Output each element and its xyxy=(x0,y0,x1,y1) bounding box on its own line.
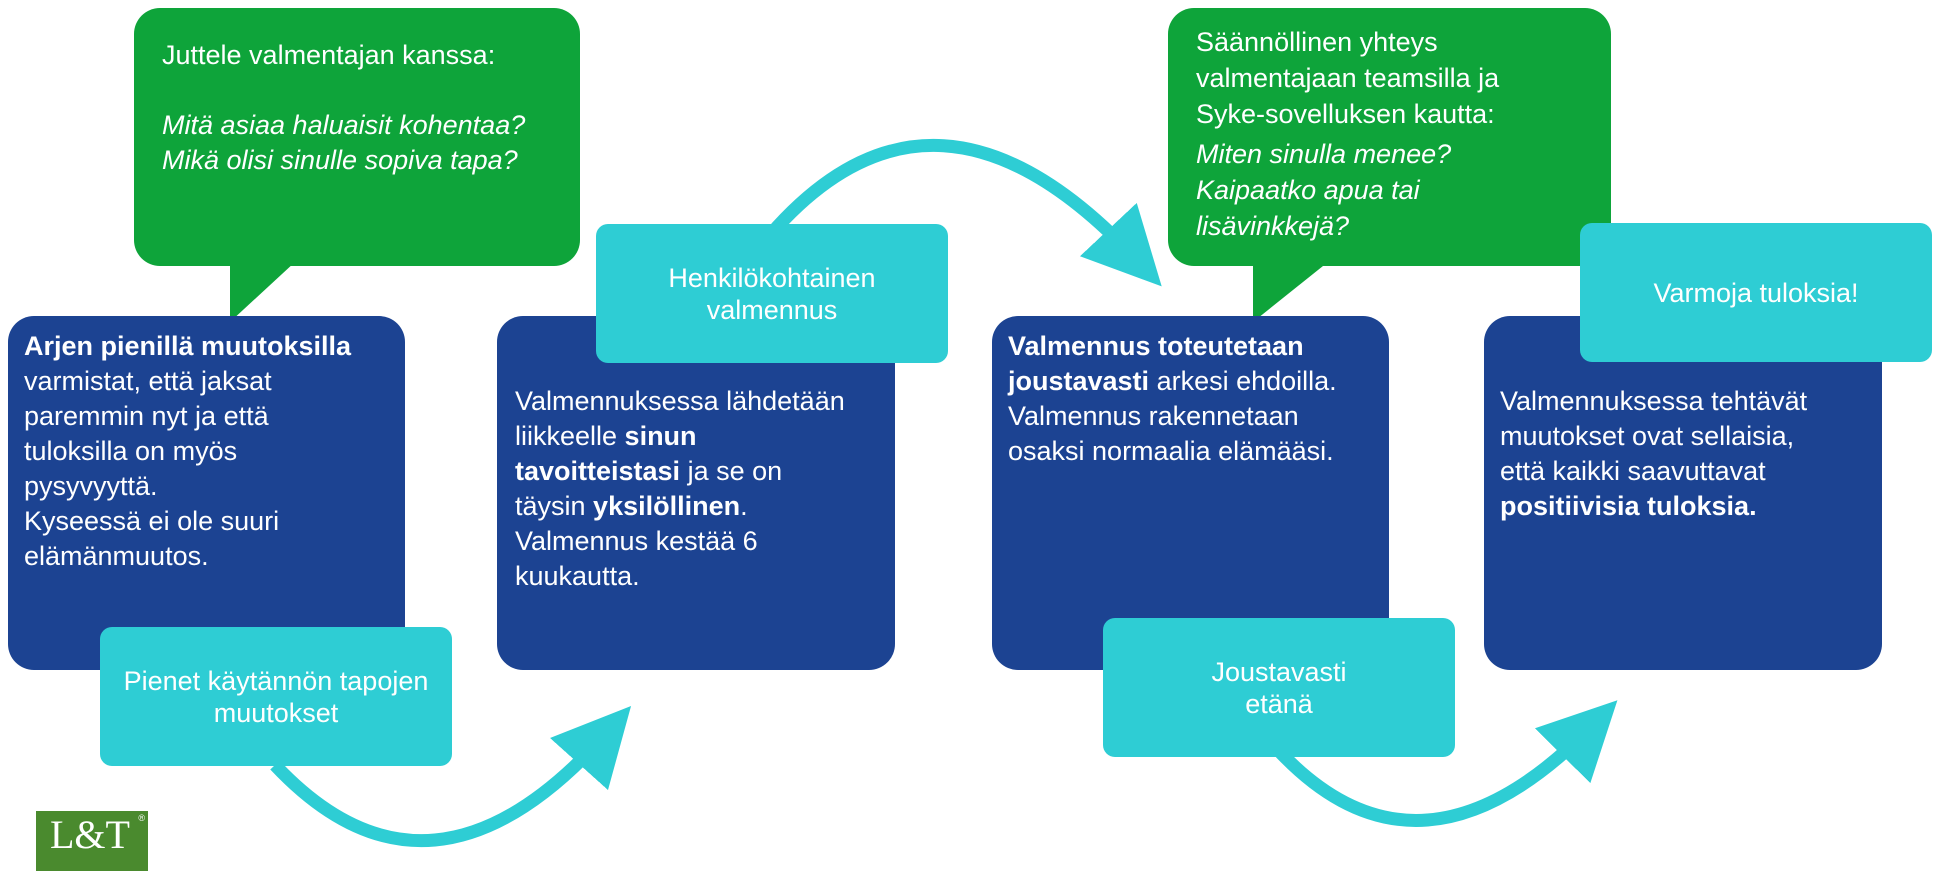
flow-arrows xyxy=(270,138,1618,848)
bubble-2-question-3: lisävinkkejä? xyxy=(1196,211,1350,241)
box-1-line-6: Kyseessä ei ole suuri xyxy=(24,506,280,536)
box-2-line-6: kuukautta. xyxy=(515,561,640,591)
box-2-line-4c: . xyxy=(740,491,748,521)
label-2-line-2: valmennus xyxy=(706,294,838,325)
bubble-1-heading: Juttele valmentajan kanssa: xyxy=(162,40,496,70)
label-1-line-1: Pienet käytännön tapojen xyxy=(123,665,429,696)
step-box-2: Valmennuksessa lähdetään liikkeelle sinu… xyxy=(497,316,895,670)
box-1-line-3: paremmin nyt ja että xyxy=(24,401,269,431)
box-1-line-7: elämänmuutos. xyxy=(24,541,209,571)
step-label-1: Pienet käytännön tapojen muutokset xyxy=(100,627,452,766)
box-3-line-1: Valmennus toteutetaan xyxy=(1008,331,1304,361)
box-4-line-2: muutokset ovat sellaisia, xyxy=(1500,421,1795,451)
box-2-line-3a: tavoitteistasi xyxy=(515,456,681,486)
arrow-2-icon xyxy=(765,138,1162,287)
box-3-line-2b: arkesi ehdoilla. xyxy=(1149,366,1337,396)
bubble-1-tail xyxy=(230,262,295,322)
bubble-1-question-2: Mikä olisi sinulle sopiva tapa? xyxy=(162,145,518,175)
box-1-line-5: pysyvyyttä. xyxy=(24,471,158,501)
box-4-line-4: positiivisia tuloksia. xyxy=(1500,491,1757,521)
label-1-line-2: muutokset xyxy=(213,697,339,728)
box-1-line-2: varmistat, että jaksat xyxy=(24,366,272,396)
box-2-line-4b: yksilöllinen xyxy=(593,491,741,521)
box-4-line-3: että kaikki saavuttavat xyxy=(1500,456,1766,486)
bubble-2-line-1: Säännöllinen yhteys xyxy=(1196,27,1438,57)
step-box-4: Valmennuksessa tehtävät muutokset ovat s… xyxy=(1484,316,1882,670)
step-box-3: Valmennus toteutetaan joustavasti arkesi… xyxy=(992,316,1389,670)
box-1-line-4: tuloksilla on myös xyxy=(24,436,238,466)
speech-bubble-1: Juttele valmentajan kanssa: Mitä asiaa h… xyxy=(134,8,580,266)
arrow-3-icon xyxy=(1275,700,1618,827)
lt-logo: L&T ® xyxy=(36,811,148,871)
label-2-line-1: Henkilökohtainen xyxy=(668,262,876,293)
speech-bubble-2: Säännöllinen yhteys valmentajaan teamsil… xyxy=(1168,8,1611,266)
step-label-4: Varmoja tuloksia! xyxy=(1580,223,1932,362)
box-2-line-3b: ja se on xyxy=(680,456,783,486)
box-2-line-4a: täysin xyxy=(515,491,594,521)
step-label-2: Henkilökohtainen valmennus xyxy=(596,224,948,363)
box-2-line-2a: liikkeelle xyxy=(515,421,625,451)
arrow-1-icon xyxy=(270,705,632,848)
label-3-line-2: etänä xyxy=(1245,688,1313,719)
logo-registered-mark: ® xyxy=(138,813,145,823)
bubble-2-line-2: valmentajaan teamsilla ja xyxy=(1196,63,1500,93)
label-4-text: Varmoja tuloksia! xyxy=(1653,277,1859,308)
box-2-line-2b: sinun xyxy=(624,421,697,451)
box-3-line-3: Valmennus rakennetaan xyxy=(1008,401,1299,431)
step-label-3: Joustavasti etänä xyxy=(1103,618,1455,757)
bubble-2-question-2: Kaipaatko apua tai xyxy=(1196,175,1420,205)
bubble-2-line-3: Syke-sovelluksen kautta: xyxy=(1196,99,1495,129)
box-3-line-2a: joustavasti xyxy=(1008,366,1150,396)
bubble-2-question-1: Miten sinulla menee? xyxy=(1196,139,1452,169)
box-4-line-1: Valmennuksessa tehtävät xyxy=(1500,386,1808,416)
label-3-line-1: Joustavasti xyxy=(1211,656,1347,687)
box-2-line-1: Valmennuksessa lähdetään xyxy=(515,386,845,416)
bubble-2-tail xyxy=(1253,262,1328,322)
step-box-1: Arjen pienillä muutoksilla varmistat, et… xyxy=(8,316,405,670)
bubble-1-question-1: Mitä asiaa haluaisit kohentaa? xyxy=(162,110,526,140)
box-3-line-4: osaksi normaalia elämääsi. xyxy=(1008,436,1334,466)
logo-text: L&T xyxy=(50,812,130,857)
box-2-line-5: Valmennus kestää 6 xyxy=(515,526,758,556)
box-1-line-1: Arjen pienillä muutoksilla xyxy=(24,331,352,361)
